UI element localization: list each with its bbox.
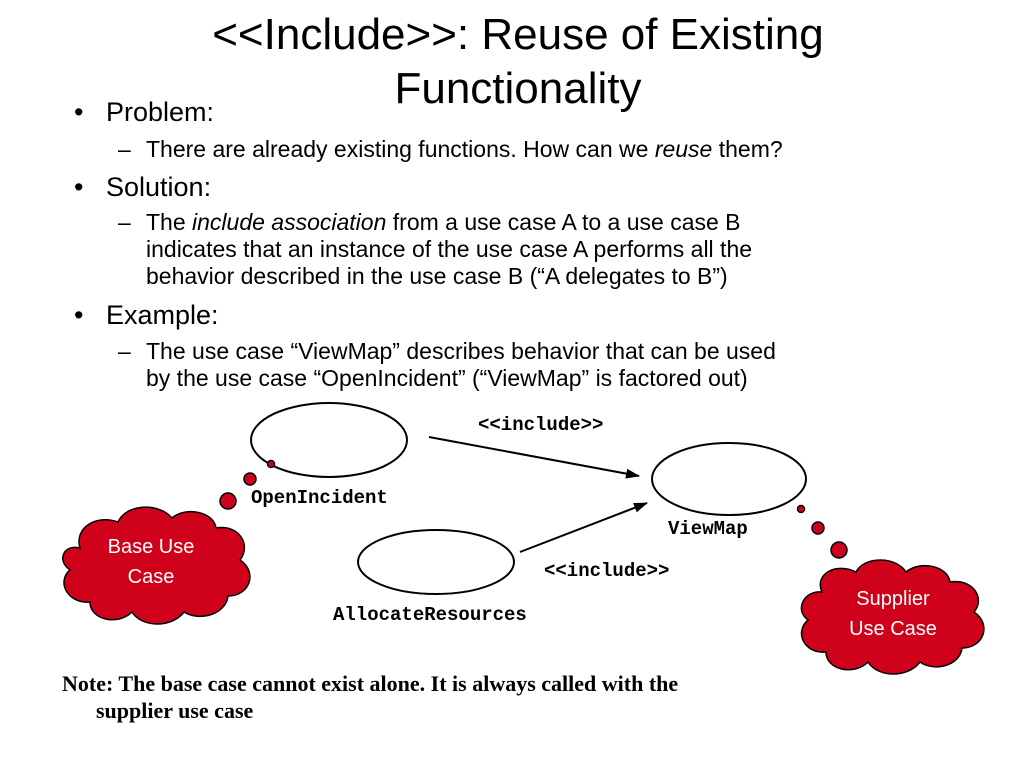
bullet-problem-label: Problem: (106, 97, 215, 127)
bullet-dot: • (74, 172, 84, 202)
bubble-dot-right-small (796, 504, 806, 514)
bullet-dot: • (74, 300, 84, 330)
note-text: Note: The base case cannot exist alone. … (62, 671, 679, 723)
bubble-dot-left-large (219, 492, 237, 510)
base-use-case-label: Base Use Case (107, 536, 195, 588)
include-label-bottom: <<include>> (544, 560, 670, 582)
subbullet-dash: – (118, 136, 131, 162)
include-label-top: <<include>> (478, 414, 604, 436)
use-case-openincident-label: OpenIncident (251, 487, 388, 509)
use-case-viewmap-ellipse (651, 442, 807, 516)
use-case-allocateresources-label: AllocateResources (333, 604, 527, 626)
title-line-1: <<Include>>: Reuse of Existing (212, 10, 824, 59)
bullet-example-label: Example: (106, 300, 219, 330)
subbullet-example-text: The use case “ViewMap” describes behavio… (146, 338, 776, 391)
bubble-dot-left-medium (243, 472, 257, 486)
subbullet-solution-text: The include association from a use case … (146, 209, 753, 289)
bubble-dot-right-medium (811, 521, 825, 535)
use-case-allocateresources-ellipse (357, 529, 515, 595)
bullet-solution-label: Solution: (106, 172, 212, 202)
supplier-use-case-cloud (800, 559, 985, 675)
subbullet-problem-text: There are already existing functions. Ho… (146, 136, 783, 162)
include-arrow-top (428, 436, 640, 479)
title-line-2: Functionality (394, 64, 642, 113)
include-arrow-bottom (519, 502, 648, 553)
slide-title: <<Include>>: Reuse of Existing Functiona… (0, 8, 1024, 116)
subbullet-dash: – (118, 338, 131, 364)
bubble-dot-right-large (830, 541, 848, 559)
use-case-viewmap-label: ViewMap (668, 518, 748, 540)
use-case-openincident-ellipse (250, 402, 408, 478)
subbullet-dash: – (118, 209, 131, 235)
base-use-case-cloud (62, 506, 251, 625)
bubble-dot-left-small (266, 459, 276, 469)
supplier-use-case-label: Supplier Use Case (849, 588, 937, 640)
bullet-dot: • (74, 97, 84, 127)
